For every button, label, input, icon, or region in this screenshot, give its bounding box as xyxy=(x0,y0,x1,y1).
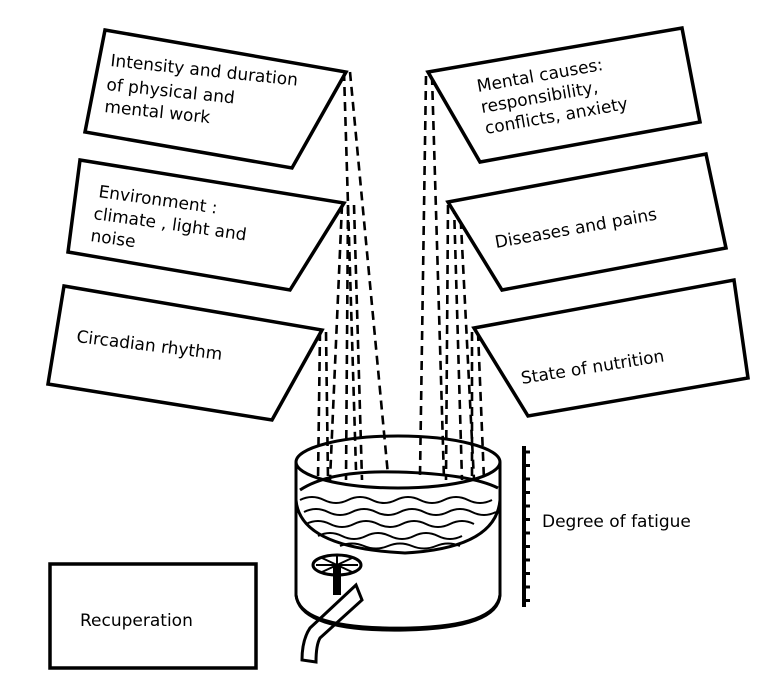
factor-nutrition: State of nutrition xyxy=(471,277,750,418)
stream-work-a xyxy=(342,71,358,471)
stream-mental-b xyxy=(430,75,446,481)
container-rim xyxy=(294,434,502,490)
stream-nut-b xyxy=(476,331,486,481)
stream-dis-c xyxy=(458,204,476,481)
outflow-tap-icon xyxy=(300,553,364,664)
factor-diseases: Diseases and pains xyxy=(445,151,729,292)
fatigue-scale xyxy=(522,446,530,607)
stream-dis-b xyxy=(452,204,464,481)
degree-of-fatigue-label: Degree of fatigue xyxy=(542,512,691,532)
fatigue-container xyxy=(294,434,502,632)
stream-mental-a xyxy=(418,75,428,476)
stream-env-b xyxy=(344,204,350,481)
stream-circ-a xyxy=(316,331,322,481)
stream-env-a xyxy=(328,204,344,481)
recuperation-label: Recuperation xyxy=(80,611,193,631)
stream-dis-a xyxy=(444,204,450,481)
stream-circ-b xyxy=(324,331,330,481)
factor-circadian: Circadian rhythm xyxy=(45,283,325,422)
recuperation-box: Recuperation xyxy=(48,562,258,670)
inflow-streams xyxy=(316,71,486,481)
factor-work: Intensity and duration of physical and m… xyxy=(82,27,349,170)
factor-mental: Mental causes: responsibility, conflicts… xyxy=(425,25,703,164)
stream-env-c xyxy=(352,204,364,481)
liquid-waves xyxy=(299,496,497,550)
stream-work-b xyxy=(348,71,390,476)
factor-environment: Environment : climate , light and noise xyxy=(66,157,347,292)
